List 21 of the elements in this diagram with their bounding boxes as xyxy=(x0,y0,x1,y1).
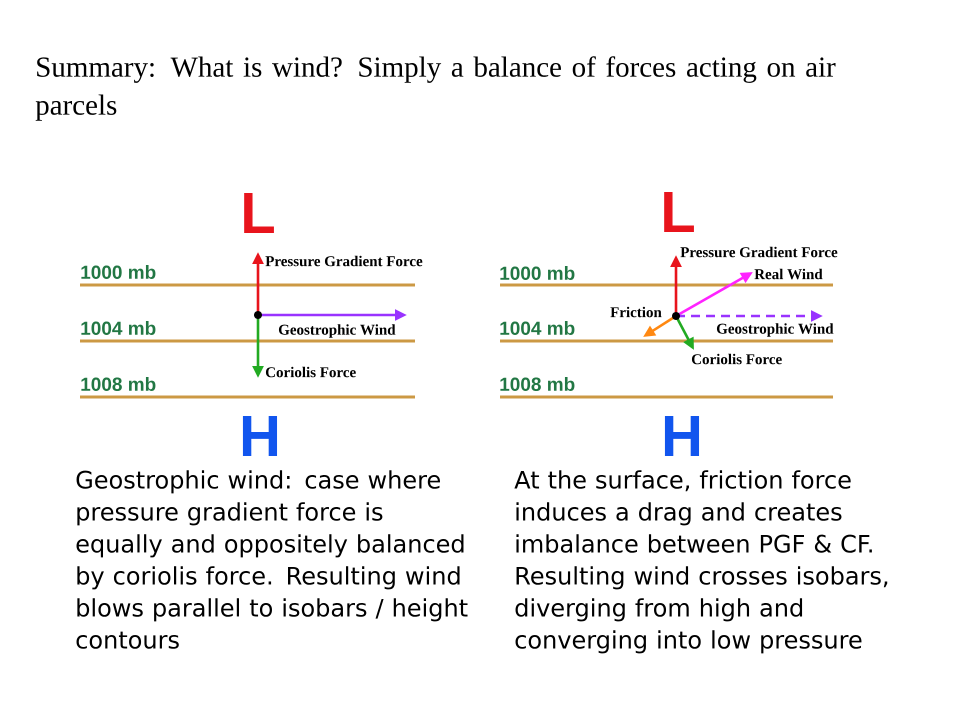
vector-label: Pressure Gradient Force xyxy=(680,246,838,258)
vector-label: Geostrophic Wind xyxy=(716,323,834,337)
isobar-label: 1008 mb xyxy=(500,377,574,391)
isobar-label: 1000 mb xyxy=(81,265,156,279)
description-paragraph: At the surface, friction force induces a drag and creates imbalance between PGF & CF. Resulting wind crosses isobars, diverging from high and converging into low pressure xyxy=(514,470,888,654)
low-pressure-letter: L xyxy=(244,193,274,233)
isobar-label: 1004 mb xyxy=(500,321,574,335)
description-paragraph: Geostrophic wind: case where pressure gradient force is equally and oppositely balanced by coriolis force. Resulting wind blows parallel to isobars / height contours xyxy=(76,470,468,649)
vector-label: Coriolis Force xyxy=(692,354,782,364)
title: Summary: What is wind? Simply a balance of forces acting on air parcels xyxy=(36,56,836,121)
vector-label: Real Wind xyxy=(754,268,823,280)
vector-label: Pressure Gradient Force xyxy=(265,256,422,266)
isobar-label: 1004 mb xyxy=(81,321,156,335)
vector-label: Geostrophic Wind xyxy=(278,324,396,338)
isobar-label: 1008 mb xyxy=(81,377,156,391)
vector-label: Friction xyxy=(610,306,662,318)
high-pressure-letter: H xyxy=(664,416,700,456)
high-pressure-letter: H xyxy=(242,416,278,456)
vector-label: Coriolis Force xyxy=(266,366,356,378)
isobar-label: 1000 mb xyxy=(500,266,574,280)
low-pressure-letter: L xyxy=(664,192,694,232)
